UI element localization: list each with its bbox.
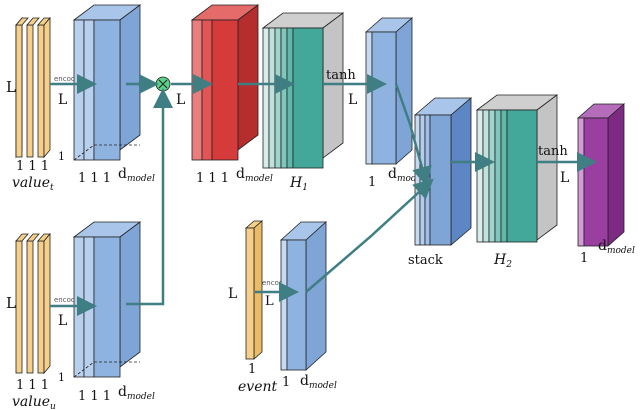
event-encoded-width-label: 1 bbox=[282, 375, 290, 390]
h1-tanh-block bbox=[364, 17, 414, 165]
event-dmodel-label: dmodel bbox=[300, 373, 337, 391]
event-input-block bbox=[244, 220, 264, 360]
h1-tanh-dmodel-label: dmodel bbox=[388, 166, 425, 184]
output-width-label: 1 bbox=[580, 251, 588, 266]
value-t-input-block bbox=[15, 16, 51, 159]
value-t-label: valuet bbox=[12, 175, 54, 193]
multiply-node bbox=[155, 76, 171, 92]
event-encoded-height-label: L bbox=[265, 294, 274, 309]
product-block bbox=[190, 4, 260, 161]
value-u-input-block bbox=[15, 232, 51, 375]
value-t-depth-label: 1 bbox=[58, 150, 65, 163]
value-u-label: valueu bbox=[12, 394, 56, 410]
output-dmodel-label: dmodel bbox=[598, 238, 635, 256]
h1-tanh-height-label: L bbox=[348, 92, 357, 108]
value-t-encode-label: encode bbox=[54, 75, 80, 83]
h1-block bbox=[261, 12, 345, 169]
value-u-height-label: L bbox=[6, 294, 16, 312]
value-t-encoded-width-label: 1 1 1 bbox=[78, 171, 111, 186]
output-height-label: L bbox=[560, 170, 569, 186]
arrow-event-to-stack bbox=[305, 178, 434, 293]
event-encode-label: encode bbox=[262, 279, 288, 287]
value-t-dmodel-label: dmodel bbox=[118, 166, 155, 184]
stack-label: stack bbox=[408, 253, 443, 268]
value-t-width-label: 1 1 1 bbox=[16, 159, 49, 174]
value-u-encoded-width-label: 1 1 1 bbox=[78, 389, 111, 404]
event-label: event bbox=[238, 379, 277, 395]
value-u-dmodel-label: dmodel bbox=[118, 384, 155, 402]
connections bbox=[50, 74, 597, 316]
value-u-encode-label: encode bbox=[54, 296, 80, 304]
h2-label: H2 bbox=[493, 252, 512, 270]
value-u-encoded-block bbox=[72, 221, 142, 378]
event-height-label: L bbox=[228, 286, 237, 302]
output-block bbox=[576, 103, 626, 247]
h2-block bbox=[475, 94, 559, 243]
value-t-height-label: L bbox=[6, 78, 16, 96]
value-u-depth-label: 1 bbox=[58, 371, 65, 384]
value-t-encoded-block bbox=[72, 4, 142, 161]
value-u-encoded-height-label: L bbox=[58, 313, 67, 329]
event-encoded-block bbox=[279, 221, 328, 371]
tanh-label-1: tanh bbox=[326, 68, 356, 83]
tanh-label-2: tanh bbox=[538, 144, 568, 159]
arrow-value-u-to-multiply bbox=[126, 88, 173, 306]
arrow-h1-to-stack bbox=[394, 83, 432, 187]
value-t-encoded-height-label: L bbox=[58, 92, 67, 108]
h1-label: H1 bbox=[289, 175, 308, 193]
h1-tanh-width-label: 1 bbox=[368, 175, 376, 190]
product-dmodel-label: dmodel bbox=[236, 166, 273, 184]
product-width-label: 1 1 1 bbox=[196, 171, 229, 186]
event-width-label: 1 bbox=[248, 362, 256, 377]
value-u-width-label: 1 1 1 bbox=[16, 378, 49, 393]
product-height-label: L bbox=[176, 92, 185, 108]
